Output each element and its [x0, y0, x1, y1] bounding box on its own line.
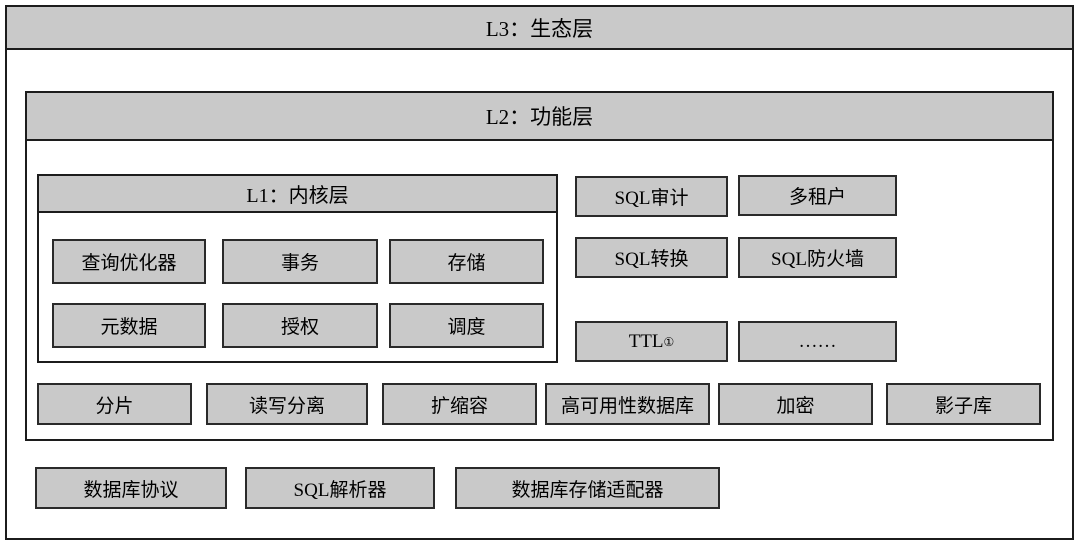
plugin-sql-audit: SQL审计	[575, 176, 728, 217]
adapter-sql-parser: SQL解析器	[245, 467, 435, 509]
feature-sharding: 分片	[37, 383, 192, 425]
plugin-ellipsis: ……	[738, 321, 897, 362]
plugin-multi-tenant: 多租户	[738, 175, 897, 216]
plugin-sql-translation: SQL转换	[575, 237, 728, 278]
feature-shadow-db: 影子库	[886, 383, 1041, 425]
adapter-database-storage-adapter: 数据库存储适配器	[455, 467, 720, 509]
kernel-module-metadata: 元数据	[52, 303, 206, 348]
kernel-module-query-optimizer: 查询优化器	[52, 239, 206, 284]
l3-layer-header: L3：生态层	[5, 5, 1074, 50]
l2-layer-header: L2：功能层	[25, 91, 1054, 141]
feature-ha-database: 高可用性数据库	[545, 383, 710, 425]
l1-layer-header: L1：内核层	[37, 174, 558, 213]
l1-layer-title: L1：内核层	[246, 185, 349, 207]
plugin-ttl-label: TTL	[628, 330, 664, 352]
adapter-database-protocol: 数据库协议	[35, 467, 227, 509]
feature-scaling: 扩缩容	[382, 383, 537, 425]
plugin-sql-firewall: SQL防火墙	[738, 237, 897, 278]
kernel-module-scheduling: 调度	[389, 303, 544, 348]
l3-layer-title: L3：生态层	[485, 16, 594, 41]
kernel-module-authorization: 授权	[222, 303, 378, 348]
kernel-module-transaction: 事务	[222, 239, 378, 284]
feature-encryption: 加密	[718, 383, 873, 425]
l2-layer-title: L2：功能层	[485, 105, 594, 129]
feature-read-write-splitting: 读写分离	[206, 383, 368, 425]
kernel-module-storage: 存储	[389, 239, 544, 284]
